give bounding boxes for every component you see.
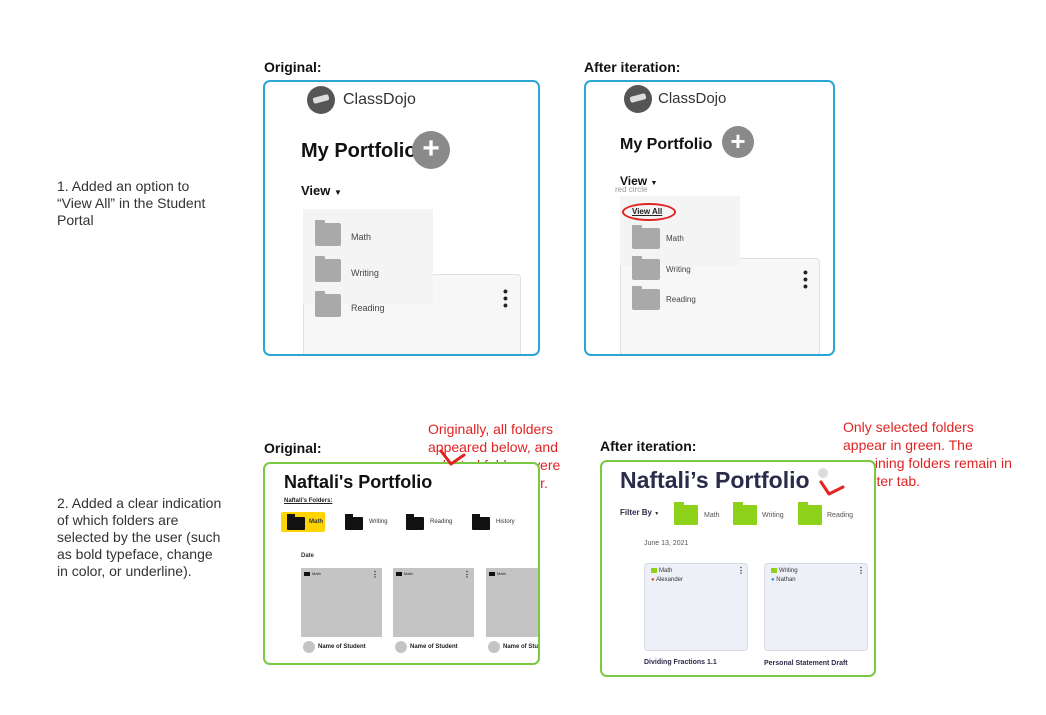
student-name: Name of Student xyxy=(318,644,366,650)
card-title: Personal Statement Draft xyxy=(764,660,848,667)
folder-icon xyxy=(345,514,363,530)
more-options-icon[interactable]: ••• xyxy=(803,264,808,294)
view-all-option[interactable]: View All xyxy=(632,207,663,216)
avatar xyxy=(395,641,407,653)
portfolio-title: Naftali’s Portfolio xyxy=(620,467,810,493)
annotation-arrow-icon xyxy=(439,449,466,466)
filter-folder-label: Writing xyxy=(762,512,784,519)
folder-chip-label: Math xyxy=(309,519,323,525)
card-student-name: Alexander xyxy=(655,577,683,583)
student-name: Name of Student xyxy=(410,644,458,650)
folder-icon xyxy=(406,514,424,530)
folder-icon xyxy=(315,256,341,282)
avatar xyxy=(488,641,500,653)
portfolio-card[interactable]: Math xyxy=(486,568,538,637)
portfolio-card[interactable]: Math ● Alexander ⋮ xyxy=(644,563,748,651)
brand-name: ClassDojo xyxy=(343,91,416,108)
folder-chip-math[interactable]: Math xyxy=(281,512,325,532)
menu-item-label: Writing xyxy=(666,265,691,274)
after-student-portal: ClassDojo My Portfolio + View ▼ red circ… xyxy=(584,80,835,356)
folder-icon xyxy=(472,514,490,530)
student-name: Name of Stu xyxy=(503,644,539,650)
card-folder-tag: Writing xyxy=(779,568,798,575)
more-options-icon[interactable]: ⋮ xyxy=(737,566,745,575)
add-plus-button[interactable]: + xyxy=(412,131,450,169)
portfolio-card[interactable]: Math ⋮ xyxy=(301,568,382,637)
menu-item-label: Writing xyxy=(351,268,379,278)
folder-icon xyxy=(632,256,660,280)
more-options-icon[interactable]: ⋮ xyxy=(463,570,471,579)
highlight-circle xyxy=(622,203,676,221)
card-folder-tag: Math xyxy=(312,571,321,576)
note-selected-folders: 2. Added a clear indication of which fol… xyxy=(57,495,222,579)
folder-icon xyxy=(798,502,822,525)
filter-dropdown[interactable]: Filter By ▼ xyxy=(620,508,660,517)
card-student-name: Nathan xyxy=(776,577,796,583)
filter-folder-label: Math xyxy=(704,512,720,519)
menu-item-label: Math xyxy=(351,232,372,242)
original-label-2: Original: xyxy=(264,440,322,456)
folder-chip-label: Reading xyxy=(430,519,453,525)
add-plus-button[interactable]: + xyxy=(722,126,754,158)
after-label-2: After iteration: xyxy=(600,438,697,454)
menu-item-label: Math xyxy=(666,234,684,243)
info-icon[interactable] xyxy=(818,468,828,478)
portfolio-card[interactable]: Writing ● Nathan ⋮ xyxy=(764,563,868,651)
after-label-1: After iteration: xyxy=(584,59,681,75)
folder-icon xyxy=(287,514,305,530)
original-teacher-portfolio: Naftali's Portfolio Naftali's Folders: M… xyxy=(263,462,540,665)
annotation-arrow-icon xyxy=(819,480,845,496)
filter-folder-label: Reading xyxy=(827,512,854,519)
brand-name: ClassDojo xyxy=(658,90,727,107)
classdojo-logo-icon xyxy=(624,85,652,113)
folder-icon xyxy=(315,291,341,317)
folder-chip-history[interactable]: History xyxy=(472,512,526,532)
more-options-icon[interactable]: ⋮ xyxy=(857,566,865,575)
folder-chip-reading[interactable]: Reading xyxy=(406,512,460,532)
card-folder-tag: Math xyxy=(659,568,673,575)
more-options-icon[interactable]: ⋮ xyxy=(371,570,379,579)
view-dropdown[interactable]: View ▼ xyxy=(301,183,342,198)
folder-chip-writing[interactable]: Writing xyxy=(345,512,393,532)
original-label-1: Original: xyxy=(264,59,322,75)
view-dropdown[interactable]: View ▼ xyxy=(620,174,658,188)
card-folder-tag: Math xyxy=(497,571,506,576)
folder-chip-label: History xyxy=(496,519,515,525)
folder-chip-label: Writing xyxy=(369,519,388,525)
card-title: Dividing Fractions 1.1 xyxy=(644,659,717,666)
after-teacher-portfolio: Naftali’s Portfolio Filter By ▼ Math Wri… xyxy=(600,460,876,677)
classdojo-logo-icon xyxy=(307,86,335,114)
original-student-portal: ClassDojo My Portfolio + View ▼ ••• Math… xyxy=(263,80,540,356)
note-view-all: 1. Added an option to “View All” in the … xyxy=(57,178,206,228)
folders-label: Naftali's Folders: xyxy=(284,498,333,504)
card-folder-tag: Math xyxy=(404,571,413,576)
portfolio-title: Naftali's Portfolio xyxy=(284,472,433,492)
folder-icon xyxy=(674,502,698,525)
view-dropdown-menu: Math Writing xyxy=(303,209,433,304)
portfolio-card[interactable]: Math ⋮ xyxy=(393,568,474,637)
menu-item-label: Reading xyxy=(666,295,696,304)
folder-icon xyxy=(632,286,660,310)
page-title: My Portfolio xyxy=(301,140,417,162)
more-options-icon[interactable]: ••• xyxy=(503,283,508,313)
folder-icon xyxy=(632,225,660,249)
avatar xyxy=(303,641,315,653)
annotation-red-circle-text: red circle xyxy=(615,185,648,194)
date-header: Date xyxy=(301,553,315,559)
menu-item-label: Reading xyxy=(351,303,385,313)
after-comment: Only selected folders appear in green. T… xyxy=(843,419,1012,489)
folder-icon xyxy=(733,502,757,525)
page-title: My Portfolio xyxy=(620,136,713,153)
date-header: June 13, 2021 xyxy=(644,540,689,547)
folder-icon xyxy=(315,220,341,246)
